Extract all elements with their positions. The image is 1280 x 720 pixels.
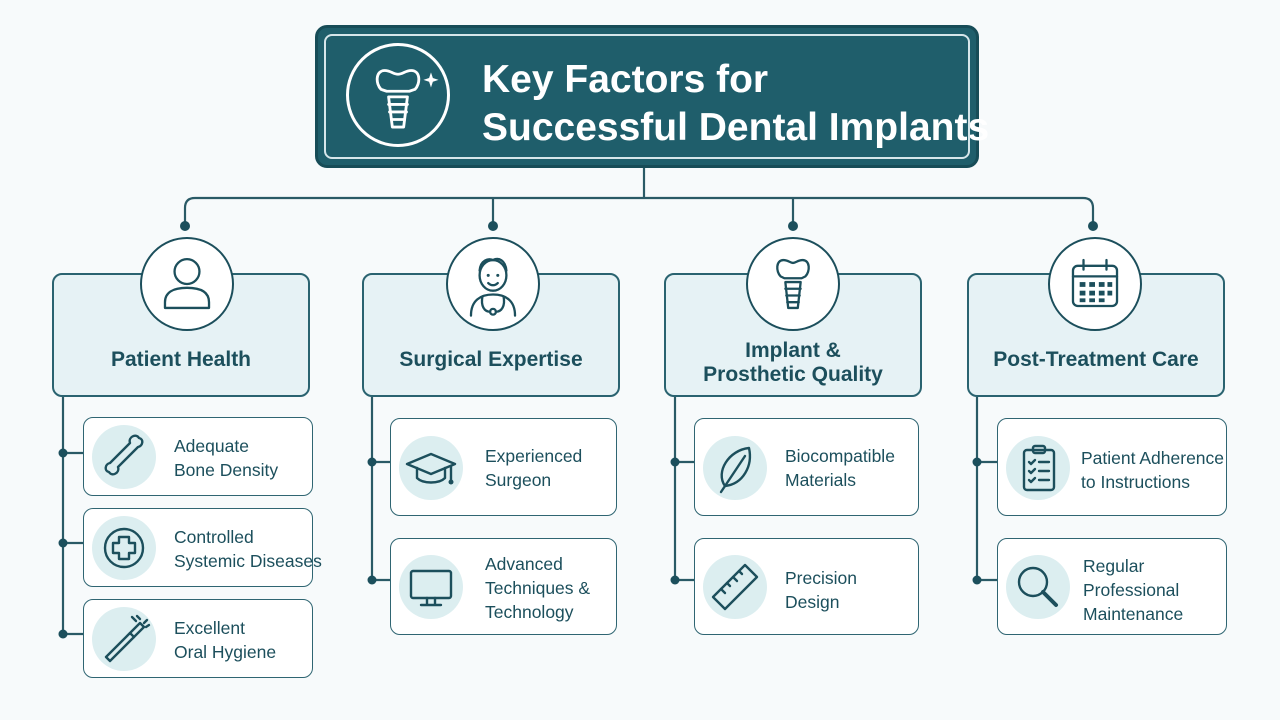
list-item-oral-hygiene: Excellent Oral Hygiene [83,599,313,678]
title-banner: Key Factors for Successful Dental Implan… [315,25,990,168]
leaf-icon [703,436,767,500]
list-item-biocompatible-materials: Biocompatible Materials [694,418,919,516]
ruler-icon [703,555,767,619]
checklist-icon [1006,436,1070,500]
category-label: Post-Treatment Care [993,348,1199,371]
list-item-bone-density: Adequate Bone Density [83,417,313,496]
list-item-systemic-diseases: Controlled Systemic Diseases [83,508,322,587]
surgeon-icon [446,237,540,331]
bone-icon [92,425,156,489]
list-item-advanced-techniques: Advanced Techniques & Technology [390,538,617,635]
magnifier-icon [1006,555,1070,619]
list-item-precision-design: Precision Design [694,538,919,635]
list-item-regular-maintenance: Regular Professional Maintenance [997,538,1227,635]
page-title: Key Factors for Successful Dental Implan… [482,58,990,149]
implant-icon [746,237,840,331]
category-label: Patient Health [110,348,252,371]
list-item-patient-adherence: Patient Adherence to Instructions [997,418,1227,516]
category-label: Surgical Expertise [399,348,583,371]
dental-implant-icon [346,43,450,147]
graduation-cap-icon [399,436,463,500]
toothbrush-icon [92,607,156,671]
list-item-experienced-surgeon: Experienced Surgeon [390,418,617,516]
category-label: Implant & Prosthetic Quality [703,339,883,386]
calendar-icon [1048,237,1142,331]
medical-cross-icon [92,516,156,580]
person-icon [140,237,234,331]
monitor-icon [399,555,463,619]
category-card-implant-quality: Implant & Prosthetic Quality [664,273,922,397]
